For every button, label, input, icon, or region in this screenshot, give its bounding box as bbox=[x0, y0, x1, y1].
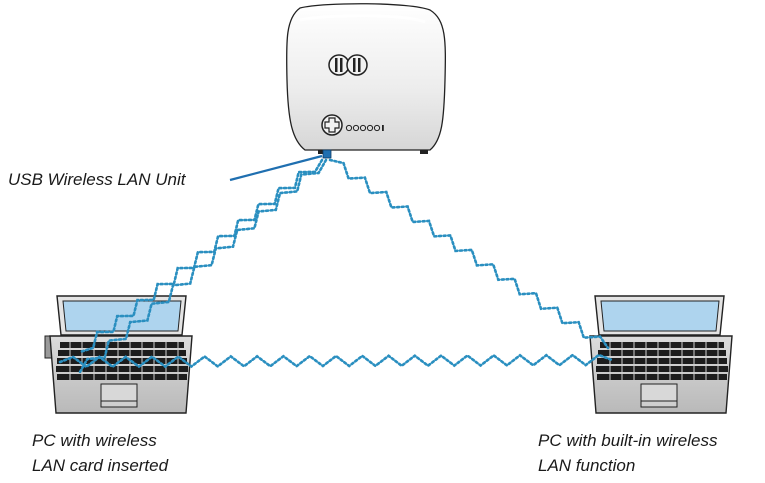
lens-right-icon bbox=[346, 54, 368, 76]
usb-pointer-line bbox=[229, 154, 323, 182]
laptop-left-icon bbox=[44, 295, 193, 414]
pc-left-caption: PC with wireless LAN card inserted bbox=[32, 428, 168, 478]
usb-wireless-lan-unit-label: USB Wireless LAN Unit bbox=[8, 170, 186, 189]
indicator-lights-icon bbox=[345, 124, 384, 132]
lens-left-icon bbox=[328, 54, 350, 76]
control-dial-icon bbox=[321, 114, 343, 136]
projector-foot-left bbox=[318, 150, 326, 154]
projector-icon bbox=[285, 3, 447, 154]
pc-right-caption-line2: LAN function bbox=[538, 456, 636, 475]
projector-foot-right bbox=[420, 150, 428, 154]
usb-dongle-icon bbox=[322, 149, 332, 159]
pc-left-caption-line1: PC with wireless bbox=[32, 431, 157, 450]
wireless-link-projector-to-right-pc bbox=[328, 158, 610, 350]
pc-left-caption-line2: LAN card inserted bbox=[32, 456, 169, 475]
wireless-links bbox=[58, 158, 614, 374]
touchpad bbox=[640, 383, 678, 402]
pc-right-caption: PC with built-in wireless LAN function bbox=[538, 428, 718, 478]
wireless-link-projector-to-left-pc-alt bbox=[78, 158, 328, 374]
pc-right-caption-line1: PC with built-in wireless bbox=[538, 431, 718, 450]
wireless-link-left-pc-to-right-pc bbox=[58, 353, 614, 369]
wireless-link-projector-to-left-pc bbox=[78, 158, 324, 354]
touchpad bbox=[100, 383, 138, 402]
laptop-right-icon bbox=[589, 295, 733, 414]
